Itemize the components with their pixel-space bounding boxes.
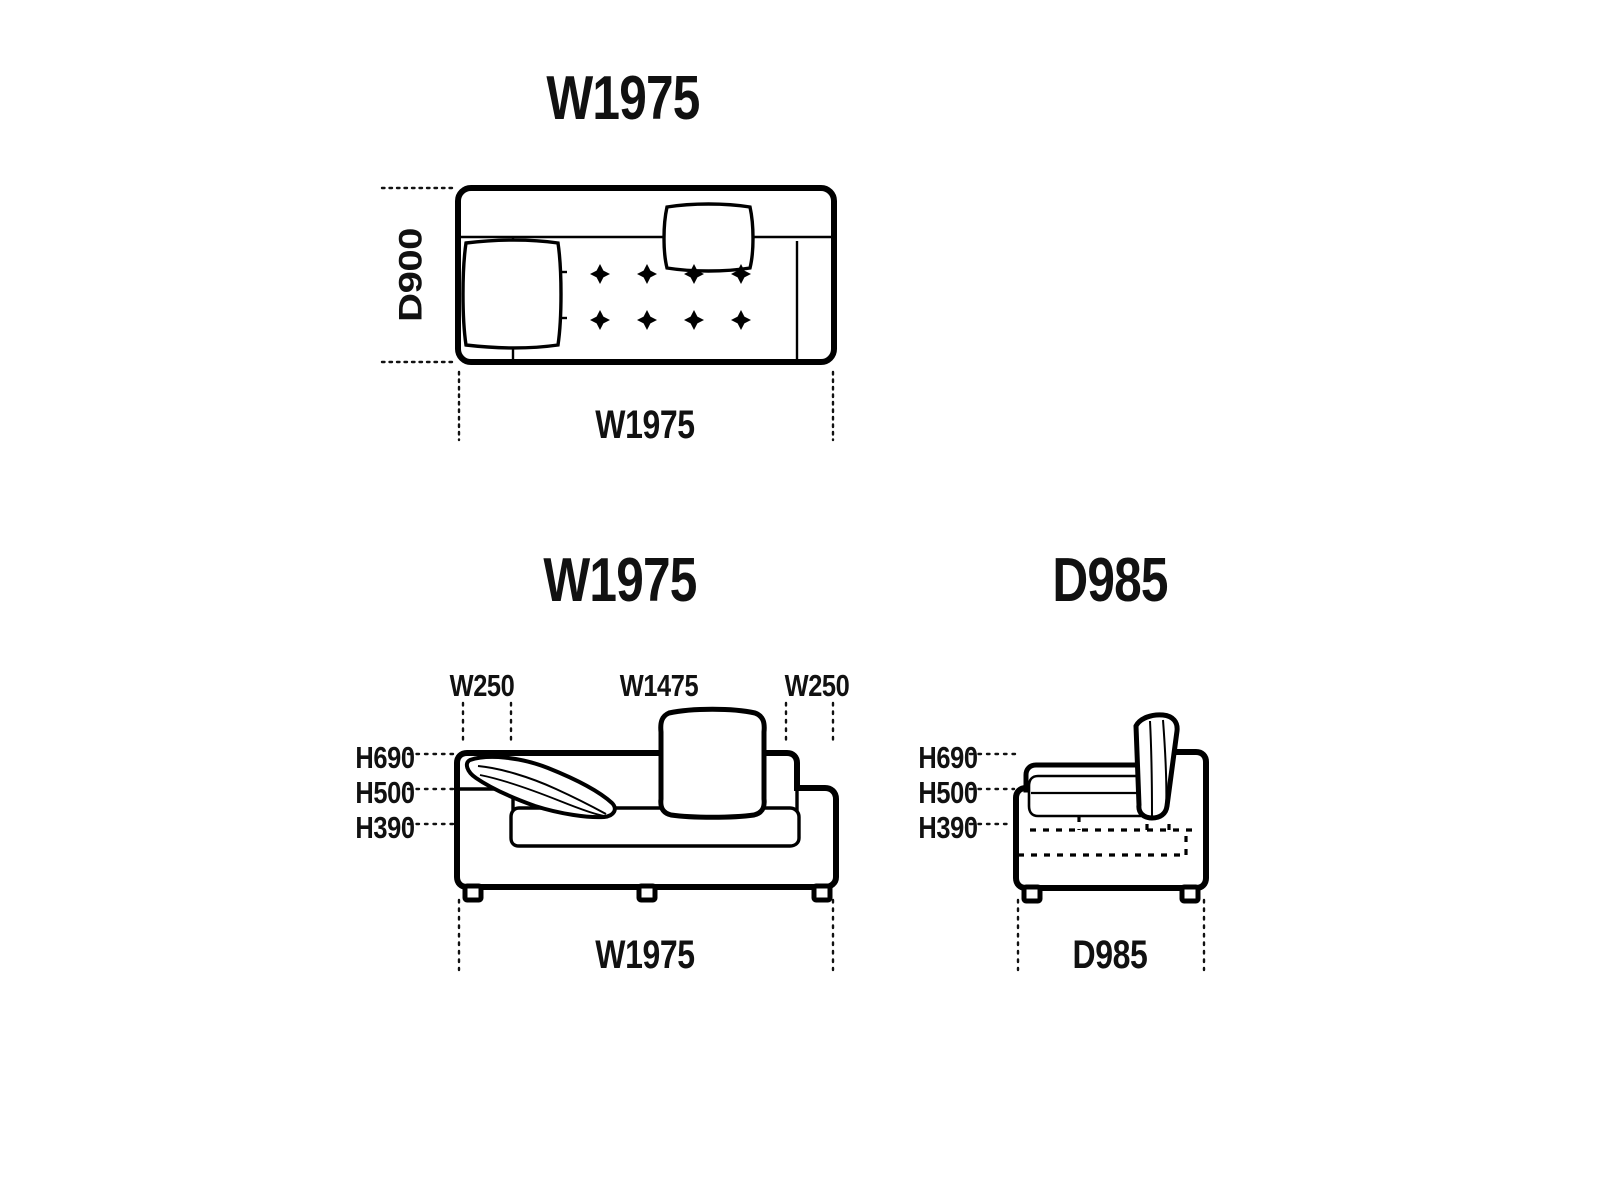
side-view-height-label-690: H690 xyxy=(918,740,978,775)
front-view-segment-label-center: W1475 xyxy=(619,668,699,703)
front-view-height-label-390: H390 xyxy=(355,810,415,845)
front-view-segment-label-left: W250 xyxy=(449,668,515,703)
front-view-height-label-690: H690 xyxy=(355,740,415,775)
front-view-width-label: W1975 xyxy=(595,933,695,977)
front-view-segment-label-right: W250 xyxy=(784,668,850,703)
side-view-height-label-500: H500 xyxy=(918,775,978,810)
side-view-depth-label: D985 xyxy=(1072,933,1148,977)
front-view-title: W1975 xyxy=(543,546,697,615)
front-view-height-label-500: H500 xyxy=(355,775,415,810)
side-view-height-label-390: H390 xyxy=(918,810,978,845)
top-view-width-label: W1975 xyxy=(595,403,695,447)
top-view-title: W1975 xyxy=(546,64,700,133)
side-view-title: D985 xyxy=(1052,546,1168,615)
